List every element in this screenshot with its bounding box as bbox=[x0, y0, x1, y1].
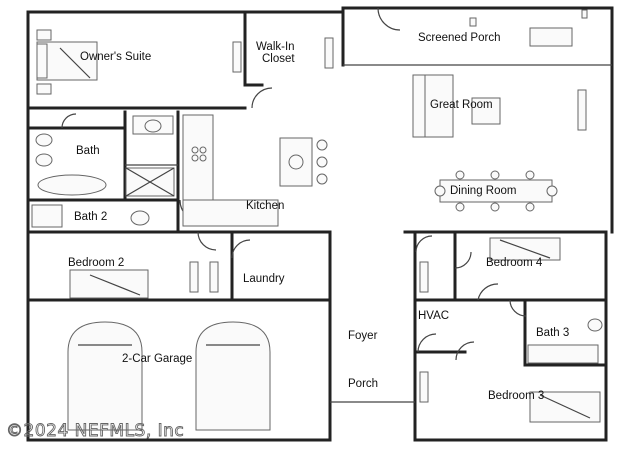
label-bedroom-3: Bedroom 3 bbox=[488, 390, 544, 402]
label-screened-porch: Screened Porch bbox=[418, 32, 500, 44]
label-walk-in-closet-line2: Closet bbox=[262, 53, 295, 65]
label-hvac: HVAC bbox=[418, 310, 449, 322]
label-porch: Porch bbox=[348, 378, 378, 390]
label-owners-suite: Owner's Suite bbox=[80, 51, 151, 63]
label-bath-2: Bath 2 bbox=[74, 211, 107, 223]
label-bedroom-4: Bedroom 4 bbox=[486, 257, 543, 269]
watermark: ©2024 NEFMLS, Inc bbox=[6, 421, 184, 441]
fixtures bbox=[31, 7, 603, 431]
label-bath-3: Bath 3 bbox=[536, 327, 569, 339]
label-laundry: Laundry bbox=[243, 273, 285, 285]
label-great-room: Great Room bbox=[430, 99, 493, 111]
label-foyer: Foyer bbox=[348, 330, 378, 342]
room-labels: Owner's Suite Walk-In Closet Screened Po… bbox=[68, 32, 569, 402]
label-kitchen: Kitchen bbox=[246, 200, 284, 212]
label-bedroom-2: Bedroom 2 bbox=[68, 257, 124, 269]
label-garage: 2-Car Garage bbox=[122, 353, 192, 365]
label-bath: Bath bbox=[76, 145, 100, 157]
label-dining-room: Dining Room bbox=[450, 185, 516, 197]
label-walk-in-closet-line1: Walk-In bbox=[256, 41, 295, 53]
